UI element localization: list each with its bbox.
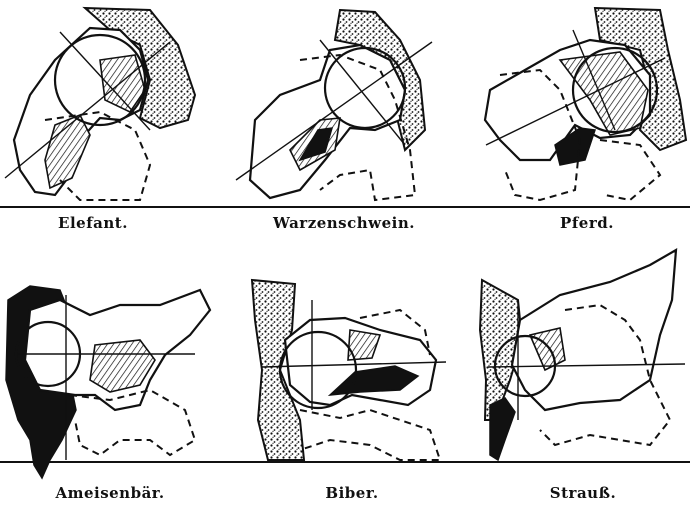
caption-biber: Biber.	[325, 484, 378, 502]
figure-warzenschwein	[236, 10, 432, 200]
figure-elefant	[5, 8, 195, 200]
figure-pferd	[485, 8, 686, 200]
caption-warzenschwein: Warzenschwein.	[273, 214, 415, 232]
figure-ameisenbaer	[6, 286, 210, 478]
caption-strauss: Strauß.	[550, 484, 616, 502]
figure-biber	[252, 280, 446, 460]
caption-elefant: Elefant.	[58, 214, 128, 232]
figure-strauss	[480, 250, 685, 460]
caption-pferd: Pferd.	[560, 214, 614, 232]
caption-ameisenbaer: Ameisenbär.	[55, 484, 164, 502]
